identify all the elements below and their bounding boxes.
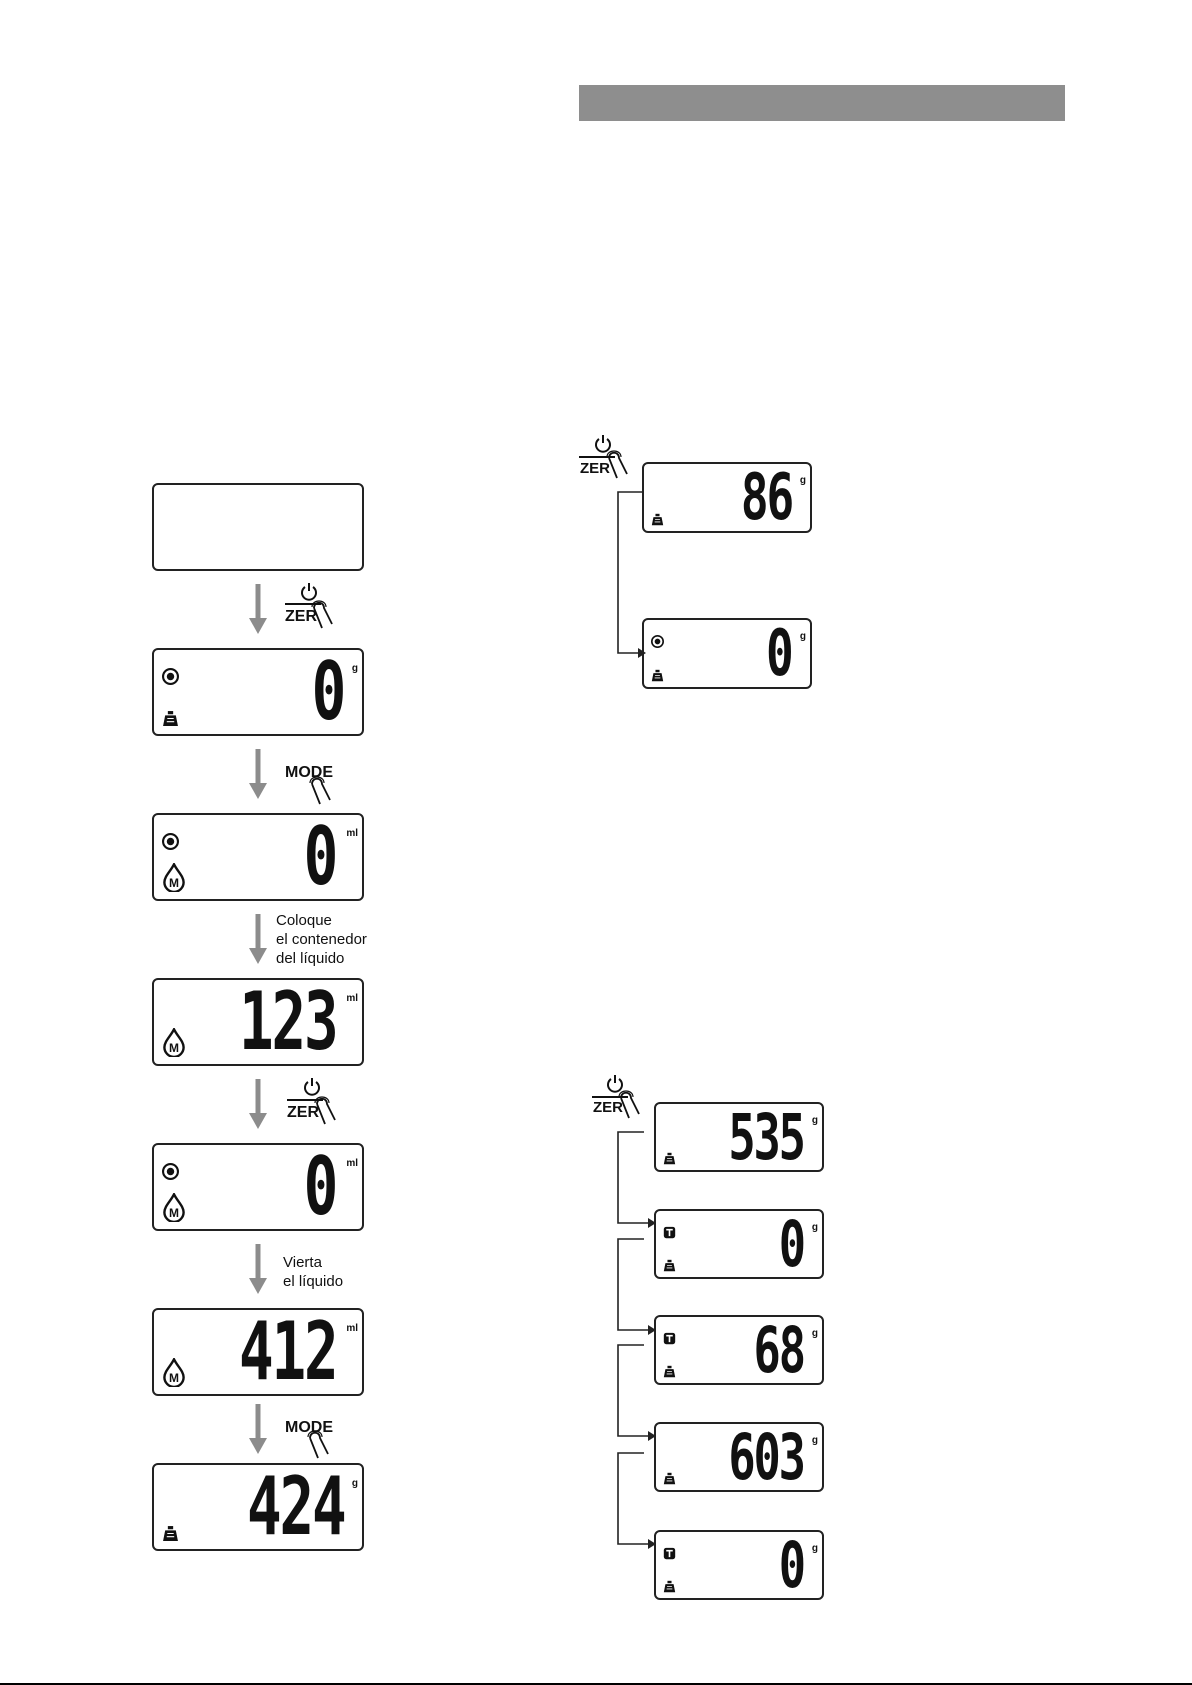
down-arrow-icon <box>248 584 268 636</box>
down-arrow-icon <box>248 1404 268 1456</box>
tare-icon <box>663 1547 676 1560</box>
lcd-display: 424 g <box>152 1463 364 1551</box>
finger-press-icon <box>308 774 344 806</box>
stable-icon <box>651 635 664 648</box>
lcd-display <box>152 483 364 571</box>
down-arrow-icon <box>248 749 268 801</box>
display-unit: ml <box>346 1158 358 1169</box>
display-value: 86 <box>741 466 792 530</box>
lcd-display: 86 g <box>642 462 812 533</box>
display-unit: g <box>800 475 806 486</box>
milk-drop-icon: M <box>162 1193 186 1222</box>
stable-icon <box>162 1163 179 1180</box>
stable-icon <box>162 833 179 850</box>
display-value: 0 <box>766 622 792 686</box>
lcd-display: 603 g <box>654 1422 824 1492</box>
weight-icon <box>651 669 664 682</box>
weight-icon <box>651 513 664 526</box>
display-unit: g <box>352 663 358 674</box>
down-arrow-icon <box>248 1079 268 1131</box>
display-unit: g <box>812 1543 818 1554</box>
display-value: 68 <box>754 1319 804 1382</box>
display-unit: g <box>812 1435 818 1446</box>
svg-text:M: M <box>169 876 179 890</box>
caption-line: Coloque <box>276 911 332 930</box>
down-arrow-icon <box>248 914 268 966</box>
display-value: 0 <box>303 817 336 897</box>
lcd-display: 0 ml M <box>152 813 364 901</box>
weight-icon <box>663 1152 676 1165</box>
weight-icon <box>663 1259 676 1272</box>
svg-text:M: M <box>169 1206 179 1220</box>
display-value: 0 <box>779 1213 804 1276</box>
milk-drop-icon: M <box>162 1028 186 1057</box>
lcd-display: 0 g <box>654 1209 824 1279</box>
caption-line: el contenedor <box>276 930 367 949</box>
display-value: 535 <box>729 1106 804 1169</box>
weight-icon <box>162 710 179 727</box>
display-unit: g <box>812 1115 818 1126</box>
svg-text:M: M <box>169 1371 179 1385</box>
flow-bracket-arrow <box>610 490 646 660</box>
stable-icon <box>162 668 179 685</box>
flow-bracket-arrow <box>610 1130 656 1230</box>
display-value: 424 <box>246 1467 344 1547</box>
display-unit: g <box>800 631 806 642</box>
display-unit: g <box>352 1478 358 1489</box>
display-value: 0 <box>779 1534 804 1597</box>
weight-icon <box>162 1525 179 1542</box>
display-value: 0 <box>303 1147 336 1227</box>
display-value: 603 <box>729 1426 804 1489</box>
display-value: 0 <box>311 652 344 732</box>
lcd-display: 0 g <box>654 1530 824 1600</box>
finger-press-icon <box>306 1428 342 1460</box>
down-arrow-icon <box>248 1244 268 1296</box>
lcd-display: 0 g <box>152 648 364 736</box>
milk-drop-icon: M <box>162 863 186 892</box>
milk-drop-icon: M <box>162 1358 186 1387</box>
lcd-display: 412 ml M <box>152 1308 364 1396</box>
caption-line: del líquido <box>276 949 344 968</box>
display-unit: ml <box>346 828 358 839</box>
flow-bracket-arrow <box>610 1451 656 1551</box>
display-unit: g <box>812 1222 818 1233</box>
weight-icon <box>663 1365 676 1378</box>
svg-text:M: M <box>169 1041 179 1055</box>
tare-icon <box>663 1226 676 1239</box>
finger-press-icon <box>310 598 346 630</box>
lcd-display: 0 g <box>642 618 812 689</box>
weight-icon <box>663 1580 676 1593</box>
section-header-bar <box>579 85 1065 121</box>
lcd-display: 68 g <box>654 1315 824 1385</box>
lcd-display: 0 ml M <box>152 1143 364 1231</box>
lcd-display: 123 ml M <box>152 978 364 1066</box>
lcd-display: 535 g <box>654 1102 824 1172</box>
finger-press-icon <box>605 448 641 480</box>
display-unit: ml <box>346 993 358 1004</box>
flow-bracket-arrow <box>610 1237 656 1337</box>
weight-icon <box>663 1472 676 1485</box>
display-value: 123 <box>238 982 336 1062</box>
display-unit: g <box>812 1328 818 1339</box>
caption-line: Vierta <box>283 1253 322 1272</box>
tare-icon <box>663 1332 676 1345</box>
finger-press-icon <box>617 1088 653 1120</box>
display-unit: ml <box>346 1323 358 1334</box>
display-value: 412 <box>238 1312 336 1392</box>
flow-bracket-arrow <box>610 1343 656 1443</box>
finger-press-icon <box>313 1094 349 1126</box>
caption-line: el líquido <box>283 1272 343 1291</box>
